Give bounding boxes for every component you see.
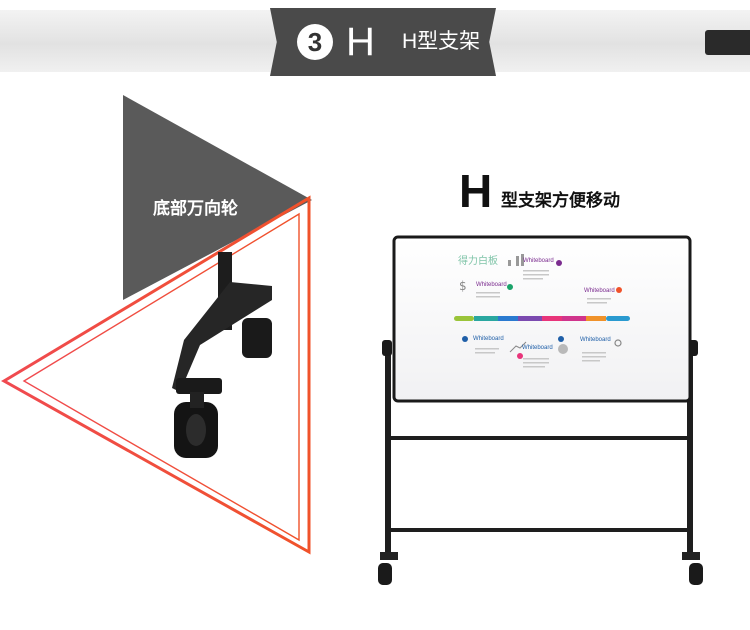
board-item-3: Whiteboard xyxy=(584,288,615,294)
board-item-6: Whiteboard xyxy=(580,337,611,343)
detail-backdrop xyxy=(123,95,312,300)
board-item-4: Whiteboard xyxy=(473,336,504,342)
right-edge-tab xyxy=(705,30,750,55)
svg-text:$: $ xyxy=(459,279,467,293)
board-item-5: Whiteboard xyxy=(522,345,553,351)
section-letter: H xyxy=(346,20,375,64)
whiteboard-stand xyxy=(378,235,703,585)
caster-wheel-label: 底部万向轮 xyxy=(153,199,238,218)
product-heading-text: 型支架方便移动 xyxy=(501,191,620,210)
detail-frame-inner xyxy=(22,212,300,542)
section-subtitle: H型支架 xyxy=(402,30,481,53)
board-item-2: Whiteboard xyxy=(476,282,507,288)
board-item-1: Whiteboard xyxy=(523,258,554,264)
caster-wheel-detail xyxy=(172,252,272,458)
step-number-badge: 3 xyxy=(297,24,333,60)
product-heading-letter: H xyxy=(459,165,493,217)
board-title: 得力白板 xyxy=(458,256,498,267)
detail-frame-outer xyxy=(1,195,311,555)
board-infographic: $ xyxy=(454,254,630,368)
